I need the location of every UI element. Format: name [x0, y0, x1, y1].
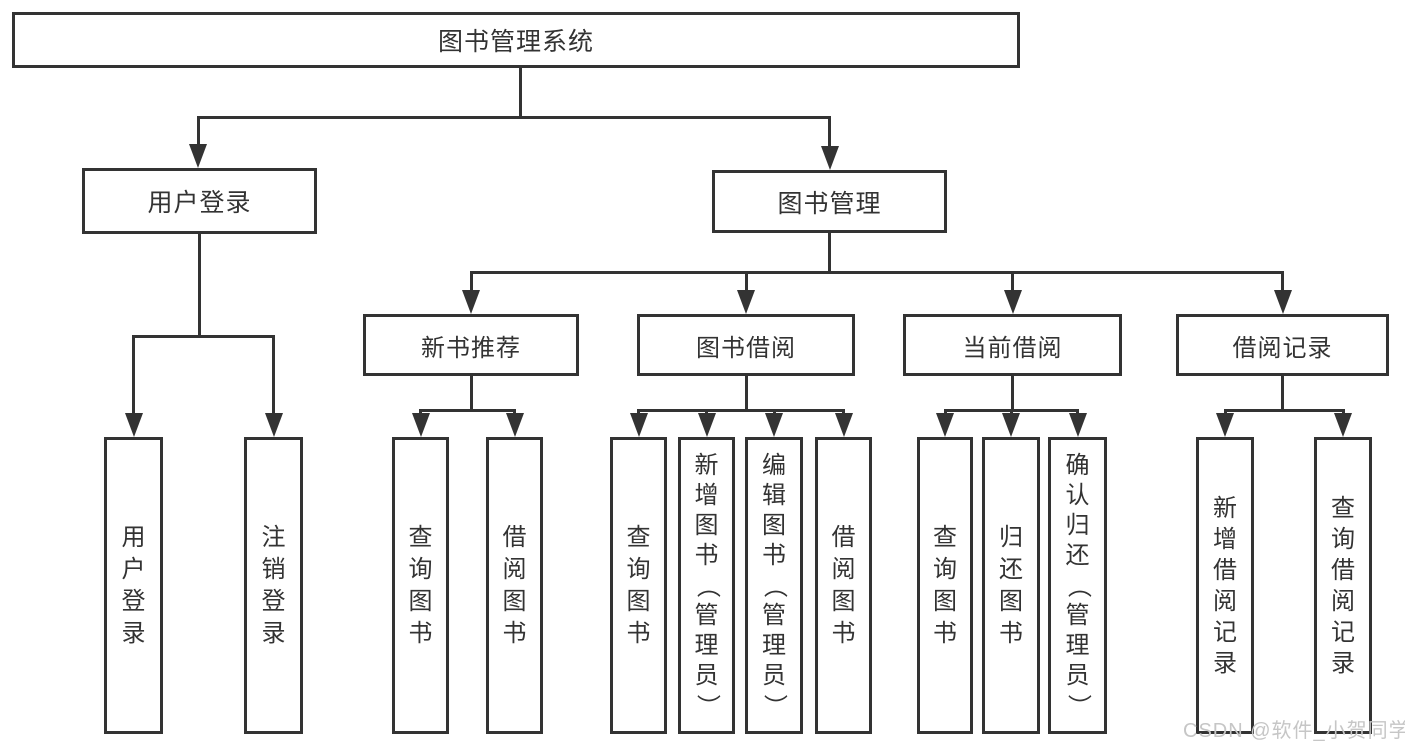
connector-line	[1011, 376, 1014, 410]
node-borrow-records: 借阅记录	[1176, 314, 1389, 376]
node-user-login: 用户登录	[82, 168, 317, 234]
node-label: 图书管理系统	[437, 28, 594, 56]
arrowhead-down-icon	[411, 413, 430, 437]
node-root-library-system: 图书管理系统	[12, 12, 1020, 68]
node-label: 借阅记录	[1232, 334, 1333, 362]
leaf-user-login: 用户登录	[104, 437, 163, 734]
node-label: 查询图书	[626, 523, 651, 647]
node-label: 用户登录	[147, 189, 252, 217]
leaf-current-query-book: 查询图书	[917, 437, 973, 734]
arrowhead-down-icon	[834, 413, 853, 437]
arrowhead-down-icon	[629, 413, 648, 437]
node-label: 借阅图书	[831, 523, 856, 647]
connector-line	[744, 272, 748, 290]
connector-line	[518, 68, 522, 117]
node-label: 图书管理	[777, 189, 882, 218]
connector-line	[1223, 409, 1227, 414]
connector-line	[513, 409, 516, 414]
connector-line	[1011, 272, 1014, 290]
leaf-borrowing-borrow-book: 借阅图书	[815, 437, 872, 734]
node-book-management: 图书管理	[712, 170, 947, 233]
connector-line	[272, 336, 275, 413]
node-label: 新增借阅记录	[1213, 494, 1237, 677]
arrowhead-down-icon	[820, 146, 839, 170]
leaf-edit-book-admin: 编辑图书（管理员）	[745, 437, 803, 734]
connector-line	[469, 376, 473, 410]
node-label: 用户登录	[121, 523, 146, 647]
arrowhead-down-icon	[505, 413, 524, 437]
arrowhead-down-icon	[189, 144, 207, 168]
node-label: 注销登录	[261, 523, 286, 647]
csdn-watermark: CSDN @软件_小贺同学	[1183, 720, 1405, 742]
leaf-add-book-admin: 新增图书（管理员）	[678, 437, 735, 734]
arrowhead-down-icon	[264, 413, 283, 437]
arrowhead-down-icon	[737, 290, 755, 314]
arrowhead-down-icon	[1216, 413, 1234, 437]
arrowhead-down-icon	[1273, 290, 1292, 314]
arrowhead-down-icon	[1068, 413, 1087, 437]
connector-line	[419, 409, 422, 414]
arrowhead-down-icon	[1003, 290, 1022, 314]
connector-line	[772, 409, 776, 414]
leaf-return-book: 归还图书	[982, 437, 1040, 734]
connector-line	[744, 376, 748, 410]
arrowhead-down-icon	[1334, 413, 1352, 437]
arrowhead-down-icon	[1002, 413, 1020, 437]
connector-line	[198, 234, 201, 336]
connector-line	[419, 408, 516, 412]
connector-line	[637, 409, 640, 414]
connector-line	[132, 334, 275, 338]
connector-line	[828, 117, 831, 146]
arrowhead-down-icon	[124, 413, 143, 437]
leaf-borrowing-query-book: 查询图书	[610, 437, 667, 734]
connector-line	[196, 117, 200, 144]
node-label: 新增图书（管理员）	[693, 451, 721, 718]
node-current-borrowing: 当前借阅	[903, 314, 1122, 376]
node-label: 查询图书	[933, 523, 957, 647]
connector-line	[1281, 272, 1284, 290]
node-book-borrowing: 图书借阅	[637, 314, 855, 376]
connector-line	[637, 408, 845, 412]
connector-line	[705, 409, 708, 414]
node-label: 归还图书	[999, 523, 1023, 647]
connector-line	[1223, 408, 1345, 412]
node-new-book-recommend: 新书推荐	[363, 314, 579, 376]
leaf-recommend-query-book: 查询图书	[392, 437, 449, 734]
leaf-recommend-borrow-book: 借阅图书	[486, 437, 543, 734]
connector-line	[1281, 376, 1284, 410]
arrowhead-down-icon	[697, 413, 716, 437]
node-label: 新书推荐	[421, 334, 521, 362]
node-label: 编辑图书（管理员）	[761, 451, 788, 718]
connector-line	[943, 409, 947, 414]
connector-line	[1341, 409, 1345, 414]
arrowhead-down-icon	[936, 413, 954, 437]
node-label: 图书借阅	[696, 334, 796, 362]
arrowhead-down-icon	[462, 290, 480, 314]
leaf-query-borrow-record: 查询借阅记录	[1314, 437, 1372, 734]
connector-line	[196, 115, 831, 119]
connector-line	[1009, 409, 1013, 414]
leaf-logout: 注销登录	[244, 437, 303, 734]
connector-line	[132, 336, 135, 413]
node-label: 借阅图书	[502, 523, 527, 647]
node-label: 查询借阅记录	[1331, 494, 1355, 677]
leaf-add-borrow-record: 新增借阅记录	[1196, 437, 1254, 734]
connector-line	[469, 272, 473, 290]
arrowhead-down-icon	[765, 413, 783, 437]
connector-line	[828, 233, 831, 272]
node-label: 当前借阅	[962, 334, 1063, 362]
node-label: 查询图书	[408, 523, 433, 647]
connector-line	[469, 270, 1284, 274]
node-label: 确认归还（管理员）	[1064, 451, 1092, 718]
connector-line	[1076, 409, 1079, 414]
leaf-confirm-return-admin: 确认归还（管理员）	[1048, 437, 1107, 734]
connector-line	[842, 409, 845, 414]
